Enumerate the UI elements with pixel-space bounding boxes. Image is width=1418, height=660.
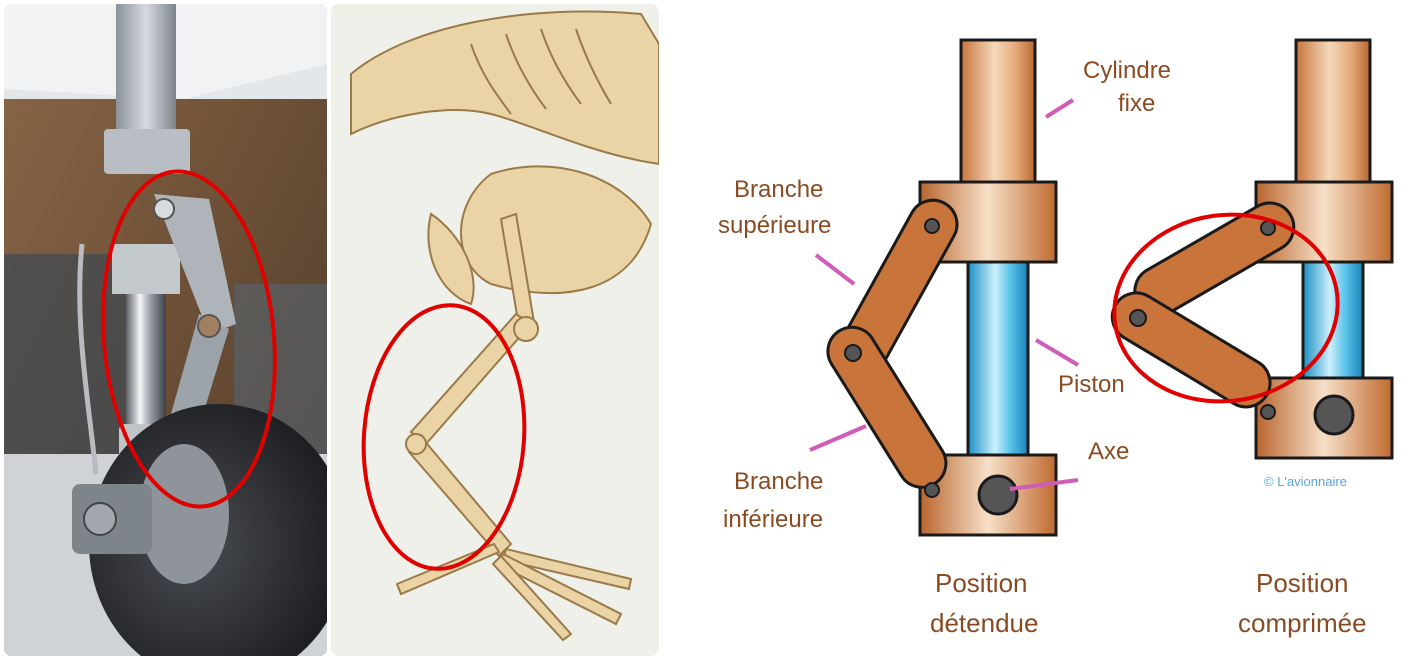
extended-assembly (819, 40, 1056, 535)
piston-rod (968, 260, 1028, 460)
label-piston: Piston (1058, 371, 1125, 398)
caption-compressed-2: comprimée (1238, 608, 1367, 638)
label-cylindre-1: Cylindre (1083, 57, 1171, 84)
bird-skeleton-illustration (331, 4, 659, 656)
leader-lines (810, 100, 1078, 489)
fixed-cylinder (961, 40, 1035, 190)
caption-compressed-1: Position (1256, 568, 1349, 598)
copyright-notice: © L'avionnaire (1264, 474, 1347, 489)
label-branche-sup-2: supérieure (718, 212, 831, 239)
axle-2 (1315, 396, 1353, 434)
caption-extended-2: détendue (930, 608, 1038, 638)
landing-gear-photo (4, 4, 327, 656)
label-branche-sup-1: Branche (734, 176, 823, 203)
shock-absorber-diagram: Cylindre fixe Branche supérieure Piston … (668, 0, 1418, 660)
label-cylindre-2: fixe (1118, 90, 1155, 117)
label-branche-inf-2: inférieure (723, 506, 823, 533)
caption-extended-1: Position (935, 568, 1028, 598)
label-branche-inf-1: Branche (734, 468, 823, 495)
fixed-cylinder-2 (1296, 40, 1370, 190)
label-axe: Axe (1088, 438, 1129, 465)
axle (979, 476, 1017, 514)
